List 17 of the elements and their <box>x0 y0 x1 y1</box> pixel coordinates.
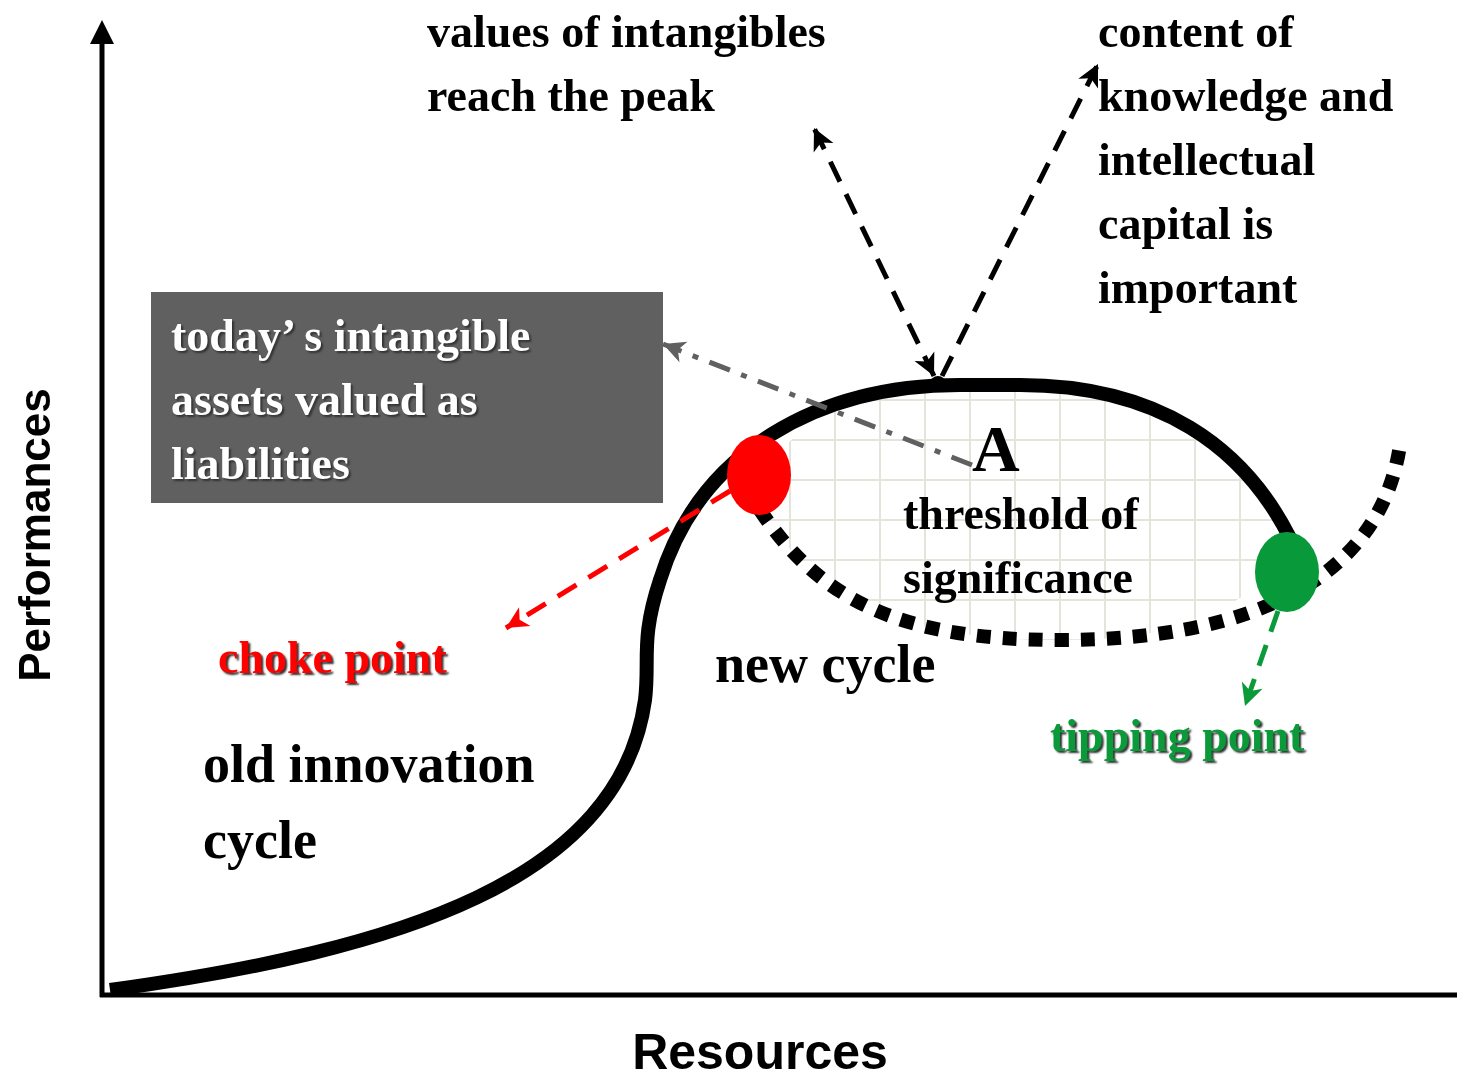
curve-label: old innovation cycle <box>203 733 536 872</box>
text-panel: today’ s intangible assets valued as liabilities <box>151 292 663 503</box>
point-label: tipping point <box>1050 706 1370 766</box>
axis-title: Resources <box>631 1024 889 1078</box>
callout-text: content of knowledge and intellectual capital is important <box>1098 0 1453 320</box>
point-label: choke point <box>218 628 508 688</box>
leader-arrow <box>504 488 732 631</box>
axis-title: Performances <box>10 387 60 684</box>
choke-point-dot <box>727 435 791 515</box>
leader-arrow <box>1241 610 1281 707</box>
area-letter: A <box>972 418 1022 480</box>
leader-arrow <box>662 341 973 468</box>
curve-label: new cycle <box>715 633 937 696</box>
leader-arrow <box>939 62 1101 378</box>
callout-text: values of intangibles reach the peak <box>427 0 907 128</box>
leader-arrow <box>811 126 937 378</box>
area-label: threshold of significance <box>903 487 1140 605</box>
